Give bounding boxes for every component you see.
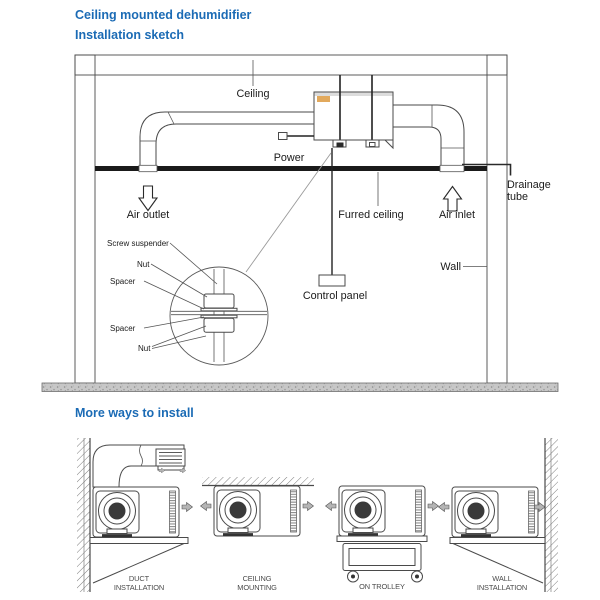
trolley-wheel-right-hub [415, 574, 419, 579]
ceiling-label: Ceiling [236, 88, 269, 100]
ceiling-hatch [202, 477, 314, 485]
page-title: Ceiling mounted dehumidifier [75, 8, 252, 22]
nut-top-label: Nut [137, 260, 150, 269]
dehumidifier-unit [313, 75, 394, 150]
airflow-arrow-left [325, 501, 337, 511]
air-inlet-label: Air inlet [439, 209, 475, 221]
power-label: Power [274, 152, 305, 164]
left-wall-brick [74, 54, 96, 384]
furred-ceiling-structure [95, 164, 487, 173]
method-duct-installation: DUCT INSTALLATION [77, 438, 193, 592]
page-subtitle: Installation sketch [75, 28, 184, 42]
suspender-detail-group: Screw suspender Nut Spacer Spacer Nut [107, 152, 332, 366]
control-panel-group: Control panel [303, 148, 367, 302]
method-label-wall-1: WALL [492, 574, 511, 583]
wall-hatch-left [77, 438, 90, 592]
drainage-tube-label-1: Drainage [507, 179, 551, 191]
control-panel-box [318, 274, 346, 287]
detail-nut-top [203, 293, 235, 309]
nut-bottom-label: Nut [138, 344, 151, 353]
air-outlet-arrow-icon [137, 185, 159, 212]
detail-callout-line [245, 152, 332, 273]
power-group: Power [274, 132, 314, 164]
unit-top-band [314, 92, 393, 96]
air-inlet-duct [392, 104, 465, 167]
wall-label-group: Wall [440, 261, 487, 273]
wall-shelf [89, 537, 189, 544]
ceiling-brick-band [74, 54, 508, 76]
nut-bottom-leader-1 [151, 325, 207, 347]
air-outlet-mouth [138, 164, 158, 173]
room-structure [41, 54, 559, 392]
spacer-top-leader [143, 280, 205, 310]
power-plug-icon [278, 132, 288, 140]
method-label-ceiling-1: CEILING [243, 574, 272, 583]
unit-brand-logo [317, 96, 330, 102]
airflow-arrow-right [427, 501, 439, 511]
bracket-nut-left [336, 142, 344, 148]
furred-ceiling-label: Furred ceiling [338, 209, 403, 221]
method-label-duct-1: DUCT [129, 574, 150, 583]
install-methods-row: DUCT INSTALLATION CEILING MOUNTING ON T [77, 438, 558, 592]
unit-corner-foot [383, 139, 394, 150]
method-label-ceiling-2: MOUNTING [237, 583, 277, 592]
screw-suspender-leader [169, 242, 218, 285]
trolley-frame-inner [348, 548, 416, 566]
screw-suspender-label: Screw suspender [107, 239, 169, 248]
drainage-tube-label-2: tube [507, 191, 528, 203]
spacer-bottom-leader [143, 316, 205, 329]
drainage-tube-line [462, 163, 512, 176]
drainage-tube-group: Drainage tube [462, 163, 551, 203]
airflow-arrow-left [200, 501, 212, 511]
method-label-duct-2: INSTALLATION [114, 583, 164, 592]
air-inlet-mouth [439, 164, 465, 173]
method-on-trolley: ON TROLLEY [325, 484, 439, 591]
air-inlet-arrow-icon [442, 185, 463, 212]
airflow-arrow-right [181, 502, 193, 512]
furred-ceiling-label-group: Furred ceiling [338, 172, 404, 221]
nut-top-leader [150, 263, 208, 298]
mini-unit-ceiling [212, 484, 302, 538]
right-wall-brick [486, 54, 508, 384]
shelf-brace [452, 543, 544, 584]
trolley-top-plate [336, 535, 428, 542]
method-wall-installation: WALL INSTALLATION [438, 438, 558, 592]
detail-spacer-bottom [200, 314, 238, 319]
nut-bottom-leader-2 [151, 335, 207, 349]
bracket-nut-right [369, 142, 376, 147]
mini-unit-duct [91, 485, 181, 539]
main-diagram: Ceiling [41, 54, 559, 392]
duct-joint-wave [139, 444, 143, 467]
detail-spacer-top [200, 307, 238, 312]
method-label-trolley-1: ON TROLLEY [359, 582, 405, 591]
wall-hatch-right [545, 438, 558, 592]
air-outlet-label: Air outlet [127, 209, 170, 221]
detail-nut-bottom [203, 317, 235, 333]
air-inlet-group: Air inlet [439, 185, 475, 221]
shelf-brace [92, 543, 185, 584]
spacer-top-label: Spacer [110, 277, 136, 286]
ceiling-label-group: Ceiling [236, 60, 270, 100]
airflow-arrow-right [302, 501, 314, 511]
mini-unit-trolley [337, 484, 427, 538]
trolley-wheel-left-hub [351, 574, 355, 579]
airflow-arrow-left [438, 502, 450, 512]
method-label-wall-2: INSTALLATION [477, 583, 527, 592]
air-outlet-group: Air outlet [127, 185, 170, 221]
more-ways-heading: More ways to install [75, 406, 194, 420]
method-ceiling-mounting: CEILING MOUNTING [200, 477, 314, 592]
vent-grille-box [155, 448, 186, 467]
wall-shelf [449, 537, 546, 544]
wall-label: Wall [440, 261, 461, 273]
floor [41, 382, 559, 392]
control-panel-label: Control panel [303, 290, 367, 302]
vent-grille-lines [159, 451, 182, 464]
spacer-bottom-label: Spacer [110, 324, 136, 333]
mini-unit-wall [450, 485, 540, 539]
